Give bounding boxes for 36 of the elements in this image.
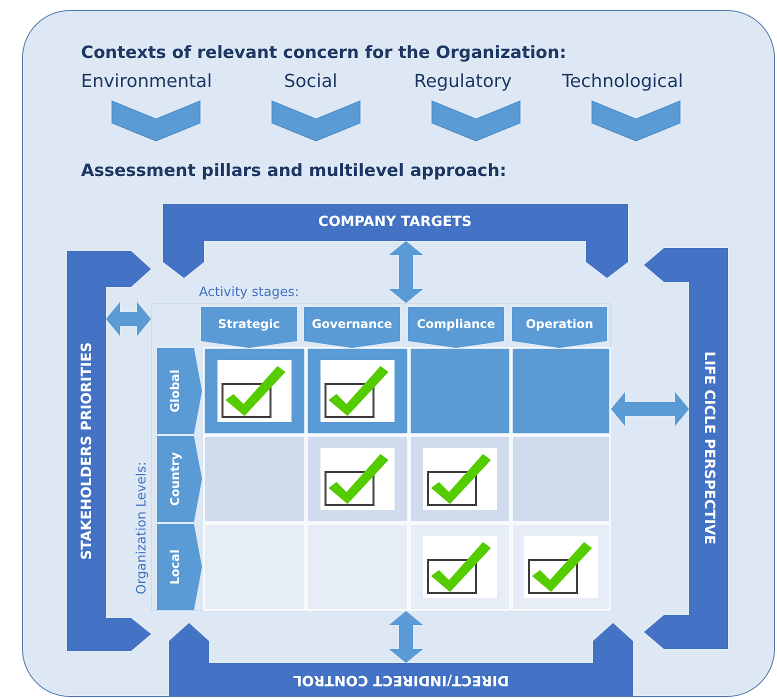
double-arrow xyxy=(106,302,151,336)
context-label: Social xyxy=(284,71,338,92)
band-label: COMPANY TARGETS xyxy=(318,214,472,230)
axis-title: Organization Levels: xyxy=(134,462,150,594)
band-label: LIFE CICLE PERSPECTIVE xyxy=(700,351,716,545)
context-label: Regulatory xyxy=(414,71,512,92)
band-label: STAKEHOLDERS PRIORITIES xyxy=(78,342,94,560)
level-tab xyxy=(157,436,202,522)
stage-tab xyxy=(408,307,504,348)
stage-label: Operation xyxy=(526,317,594,331)
matrix-grid xyxy=(151,303,611,611)
background-panel xyxy=(22,10,775,697)
heading: Assessment pillars and multilevel approach: xyxy=(81,161,506,181)
axis-title: Activity stages: xyxy=(199,285,299,300)
level-label: Global xyxy=(168,370,182,412)
bracket-band xyxy=(67,251,151,651)
double-arrow xyxy=(389,241,423,303)
level-tab xyxy=(157,524,202,610)
stage-label: Strategic xyxy=(218,317,280,331)
bracket-band xyxy=(169,623,633,696)
level-label: Country xyxy=(168,452,182,506)
heading: Contexts of relevant concern for the Organization: xyxy=(81,43,566,63)
bracket-band xyxy=(163,204,628,278)
stage-label: Compliance xyxy=(416,317,496,331)
stage-tab xyxy=(201,307,297,348)
level-label: Local xyxy=(168,549,182,585)
stage-tab xyxy=(304,307,400,348)
context-label: Technological xyxy=(562,71,684,92)
context-label: Environmental xyxy=(81,71,212,92)
bracket-band xyxy=(644,248,728,649)
stage-tab xyxy=(512,307,607,348)
double-arrow xyxy=(611,392,689,426)
double-arrow xyxy=(389,611,423,663)
level-tab xyxy=(157,348,202,434)
band-label: DIRECT/INDIRECT CONTROL xyxy=(293,672,509,688)
stage-label: Governance xyxy=(312,317,392,331)
